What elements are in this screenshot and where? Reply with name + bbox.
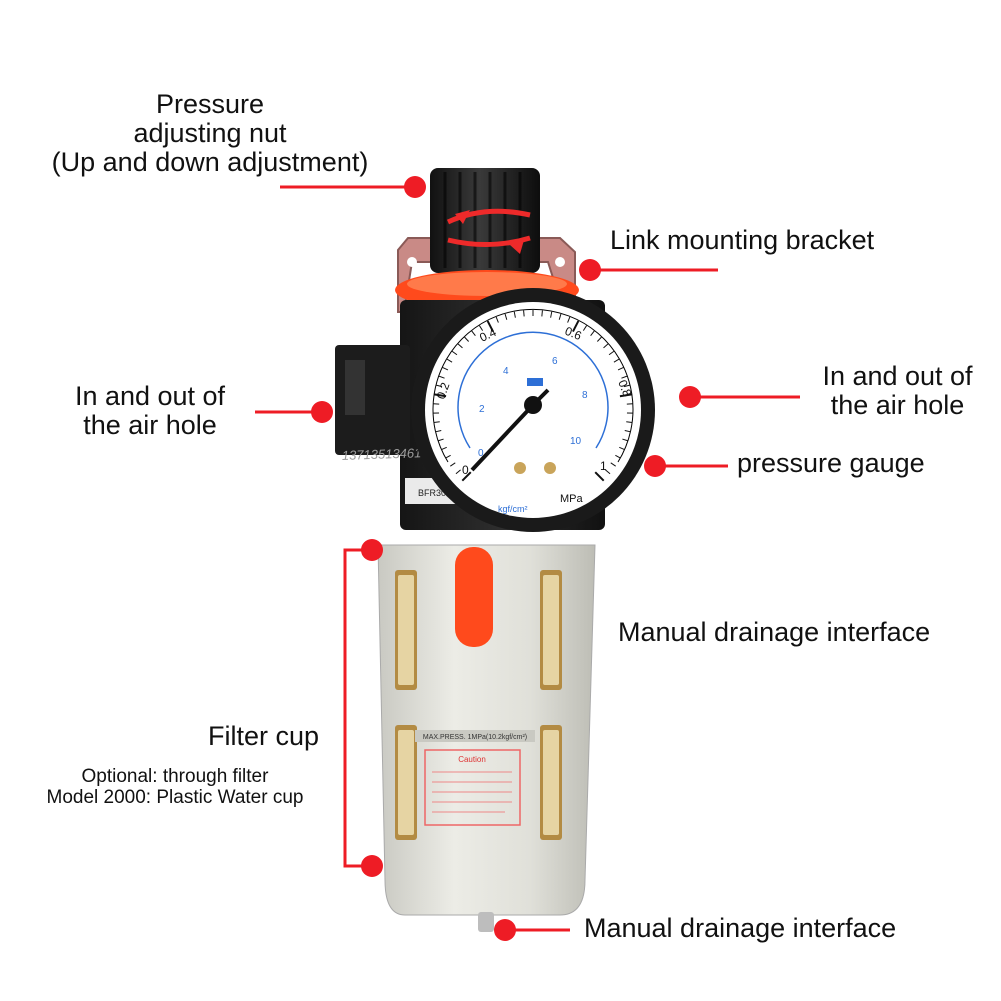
gauge-tick-mark bbox=[461, 471, 472, 482]
gauge-inner-6: 6 bbox=[552, 356, 558, 367]
gauge-tick-1: 1 bbox=[600, 459, 607, 473]
gauge-tick-06: 0.6 bbox=[563, 324, 584, 343]
gauge-tick-mark bbox=[433, 421, 440, 424]
gauge-tick-mark bbox=[495, 316, 499, 323]
gauge-inner-4: 4 bbox=[503, 366, 509, 377]
gauge-tick-08: 0.8 bbox=[615, 378, 634, 399]
gauge-tick-mark bbox=[619, 393, 632, 398]
label-pressure-nut-line1: Pressure bbox=[155, 89, 265, 119]
gauge-needle bbox=[470, 403, 535, 472]
model-tag: BFR3000 bbox=[418, 488, 456, 498]
red-dot-icon bbox=[494, 919, 516, 941]
label-pressure-nut-line2: adjusting nut bbox=[133, 118, 287, 148]
gauge-tick-mark bbox=[622, 438, 629, 442]
gauge-tick-mark bbox=[619, 446, 625, 451]
gauge-tick-mark bbox=[610, 462, 616, 467]
gauge-tick-mark bbox=[455, 469, 461, 475]
gauge-tick-mark bbox=[624, 430, 631, 433]
gauge-tick-mark bbox=[450, 462, 456, 467]
gauge-tick-mark bbox=[621, 375, 628, 379]
red-dot-icon bbox=[311, 401, 333, 423]
red-dot-icon bbox=[404, 176, 426, 198]
label-air-hole-right-line2: the air hole bbox=[830, 390, 965, 420]
gauge-inner-2: 2 bbox=[479, 404, 485, 415]
label-air-hole-right: In and out of the air hole bbox=[800, 362, 995, 420]
pressure-gauge: 0 0.2 0.4 0.6 0.8 1 0 2 4 6 8 10 MPa kgf… bbox=[411, 288, 655, 532]
gauge-tick-mark bbox=[567, 316, 571, 323]
gauge-tick-mark bbox=[596, 336, 602, 342]
label-manual-drain-upper: Manual drainage interface bbox=[618, 617, 931, 647]
filter-note: Optional: through filter Model 2000: Pla… bbox=[10, 766, 340, 808]
rotate-arrows-icon bbox=[446, 208, 531, 247]
gauge-tick-mark bbox=[471, 330, 476, 337]
label-bracket: Link mounting bracket bbox=[610, 225, 875, 255]
watermark-text: 13713513461 bbox=[342, 445, 422, 463]
label-manual-drain-lower: Manual drainage interface bbox=[584, 913, 897, 943]
gauge-tick-mark bbox=[478, 325, 484, 331]
callouts bbox=[255, 176, 800, 941]
gauge-tick-mark bbox=[623, 384, 630, 388]
gauge-tick-mark bbox=[626, 421, 633, 424]
label-air-hole-left-line2: the air hole bbox=[83, 410, 217, 440]
label-air-hole-left: In and out of the air hole bbox=[40, 382, 260, 440]
label-filter-cup: Filter cup bbox=[208, 721, 320, 751]
gauge-tick-mark bbox=[590, 330, 595, 337]
filter-note-line2: Model 2000: Plastic Water cup bbox=[46, 787, 304, 808]
gauge-tick-mark bbox=[445, 454, 451, 459]
gauge-tick-mark bbox=[437, 438, 444, 442]
gauge-tick-mark bbox=[608, 350, 615, 356]
gauge-tick-mark bbox=[434, 393, 447, 398]
filter-cup: MAX.PRESS. 1MPa(10.2kgf/cm²) Caution bbox=[377, 544, 596, 932]
gauge-tick-mark bbox=[438, 375, 445, 379]
gauge-tick-mark bbox=[504, 313, 508, 320]
gauge-tick-mark bbox=[605, 469, 611, 475]
gauge-tick-mark bbox=[442, 366, 449, 371]
red-dot-icon bbox=[361, 855, 383, 877]
gauge-tick-mark bbox=[617, 366, 624, 371]
label-pressure-gauge: pressure gauge bbox=[737, 448, 925, 478]
gauge-inner-10: 10 bbox=[570, 436, 582, 447]
gauge-tick-mark bbox=[464, 336, 470, 342]
label-pressure-nut: Pressure adjusting nut (Up and down adju… bbox=[20, 90, 400, 177]
gauge-tick-mark bbox=[457, 343, 463, 349]
label-pressure-nut-line3: (Up and down adjustment) bbox=[51, 147, 369, 177]
gauge-tick-04: 0.4 bbox=[477, 325, 498, 345]
gauge-tick-mark bbox=[572, 320, 580, 333]
gauge-unit-mpa: MPa bbox=[560, 493, 584, 505]
red-dot-icon bbox=[679, 386, 701, 408]
gauge-tick-mark bbox=[523, 310, 525, 317]
gauge-tick-mark bbox=[582, 325, 588, 331]
gauge-tick-mark bbox=[441, 446, 447, 451]
gauge-tick-mark bbox=[513, 311, 516, 318]
filter-note-line1: Optional: through filter bbox=[81, 766, 269, 787]
gauge-tick-mark bbox=[594, 471, 605, 482]
caution-text: Caution bbox=[458, 755, 486, 764]
gauge-unit-kgf: kgf/cm² bbox=[498, 504, 528, 514]
red-dot-icon bbox=[361, 539, 383, 561]
gauge-tick-mark bbox=[603, 343, 609, 349]
gauge-tick-mark bbox=[550, 311, 553, 318]
label-air-hole-right-line1: In and out of bbox=[822, 361, 973, 391]
cup-spec: MAX.PRESS. 1MPa(10.2kgf/cm²) bbox=[423, 734, 527, 741]
gauge-tick-mark bbox=[435, 430, 442, 433]
gauge-tick-mark bbox=[613, 358, 620, 363]
gauge-tick-mark bbox=[451, 350, 458, 356]
gauge-tick-mark bbox=[486, 320, 494, 333]
gauge-tick-mark bbox=[446, 358, 453, 363]
label-air-hole-left-line1: In and out of bbox=[74, 381, 226, 411]
gauge-tick-mark bbox=[615, 454, 621, 459]
red-dot-icon bbox=[644, 455, 666, 477]
gauge-tick-mark bbox=[558, 313, 562, 320]
red-dot-icon bbox=[579, 259, 601, 281]
gauge-tick-0: 0 bbox=[462, 463, 469, 477]
adjusting-knob bbox=[430, 168, 540, 273]
gauge-inner-8: 8 bbox=[582, 390, 588, 401]
gauge-tick-mark bbox=[436, 384, 443, 388]
gauge-tick-mark bbox=[541, 310, 543, 317]
gauge-tick-02: 0.2 bbox=[434, 380, 453, 401]
gauge-inner-0: 0 bbox=[478, 448, 484, 459]
